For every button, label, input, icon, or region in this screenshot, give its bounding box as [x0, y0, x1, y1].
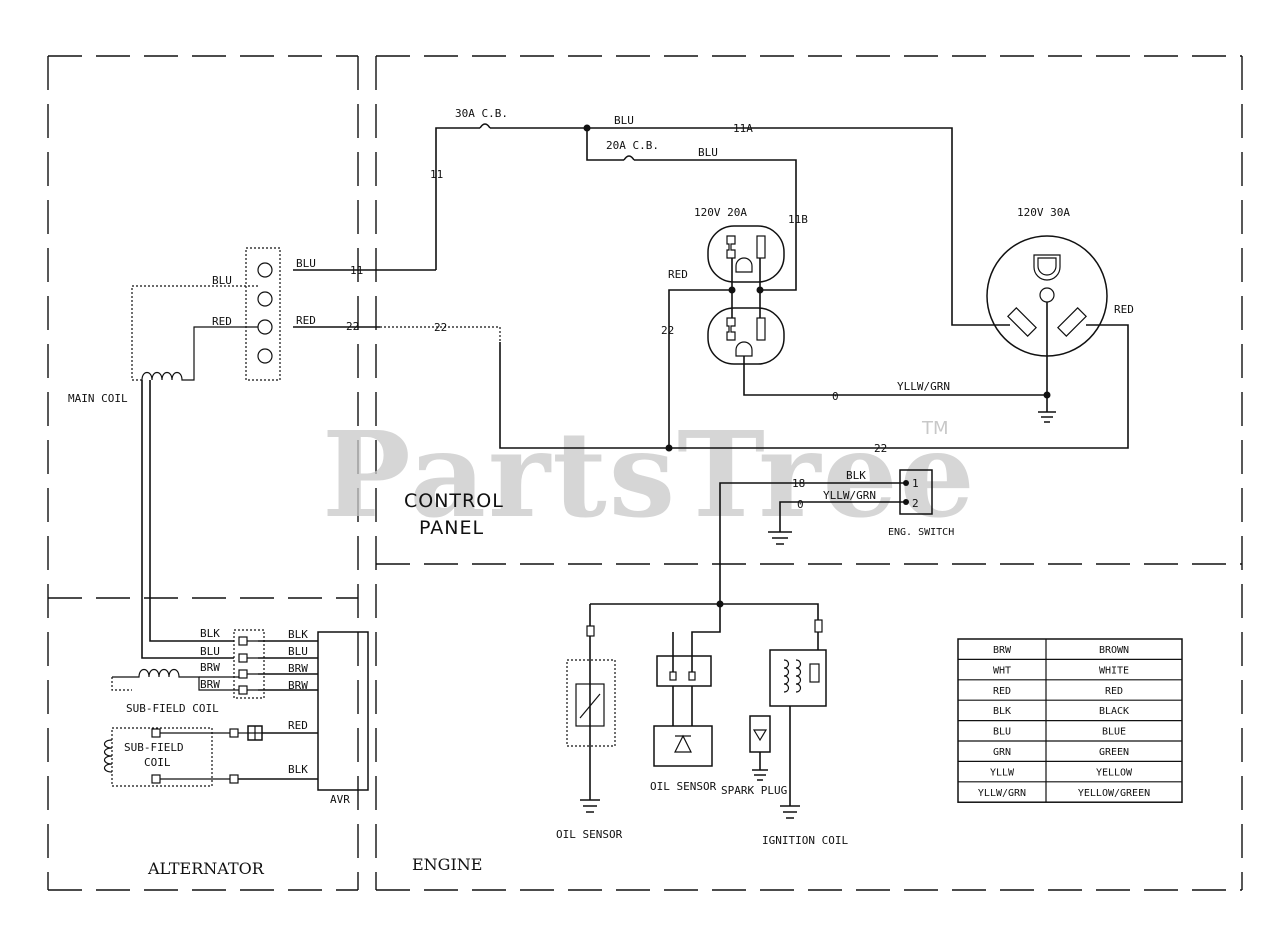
- avr-right-label-2: BRW: [288, 662, 308, 675]
- avr-left-label-0: BLK: [200, 627, 220, 640]
- watermark: PartsTree: [322, 405, 977, 544]
- spark-plug-label: SPARK PLUG: [721, 784, 787, 797]
- engine-switch: [719, 469, 933, 604]
- wire-18: 18: [792, 477, 805, 490]
- top-wiring: [293, 123, 1010, 326]
- ignition-coil-label: IGNITION COIL: [762, 834, 848, 847]
- wire-0-ground: 0: [832, 390, 839, 403]
- terminal-blu: BLU: [296, 257, 316, 270]
- wire-yllw-grn-ground: YLLW/GRN: [897, 380, 950, 393]
- wire-22-v: 22: [661, 324, 674, 337]
- sub-field-coil-1-label: SUB-FIELD COIL: [126, 702, 219, 715]
- avr-red: RED: [288, 719, 308, 732]
- avr-left-label-2: BRW: [200, 661, 220, 674]
- wire-22-bottom: 22: [874, 442, 887, 455]
- receptacle-20a-label: 120V 20A: [694, 206, 747, 219]
- main-coil: [131, 285, 258, 659]
- legend-color: BLACK: [1099, 706, 1129, 717]
- coil-red: RED: [212, 315, 232, 328]
- receptacle-30a-label: 120V 30A: [1017, 206, 1070, 219]
- wire-11-h: 11: [350, 264, 363, 277]
- avr-left-label-1: BLU: [200, 645, 220, 658]
- wire-22-b: 22: [434, 321, 447, 334]
- color-legend: BRW BROWN WHT WHITE RED RED BLK BLACK BLU BLUE GRN…: [957, 638, 1183, 803]
- oil-sensor-left-label: OIL SENSOR: [556, 828, 623, 841]
- avr-label: AVR: [330, 793, 350, 806]
- control-panel-line2: PANEL: [419, 517, 484, 539]
- wire-11: 11: [430, 168, 443, 181]
- control-panel-line1: CONTROL: [404, 490, 504, 512]
- breaker-30a-label: 30A C.B.: [455, 107, 508, 120]
- wire-blk-sw: BLK: [846, 469, 866, 482]
- sub-field-coil-2-label-a: SUB-FIELD: [124, 741, 184, 754]
- terminal-red: RED: [296, 314, 316, 327]
- wire-0-sw: 0: [797, 498, 804, 511]
- legend-color: BLUE: [1102, 727, 1126, 738]
- legend-code: BRW: [993, 645, 1012, 656]
- wire-blu-20: BLU: [698, 146, 718, 159]
- switch-t1: 1: [912, 477, 919, 490]
- wire-22-a: 22: [346, 320, 359, 333]
- wire-22: [293, 289, 1129, 452]
- legend-code: RED: [993, 686, 1011, 697]
- legend-code: YLLW: [990, 767, 1015, 778]
- engine-switch-label: ENG. SWITCH: [888, 527, 954, 538]
- coil-blu: BLU: [212, 274, 232, 287]
- avr-wiring: [103, 629, 369, 791]
- sub-field-coil-2-label-b: COIL: [144, 756, 171, 769]
- section-borders: [47, 55, 1243, 891]
- avr-right-label-0: BLK: [288, 628, 308, 641]
- switch-t2: 2: [912, 497, 919, 510]
- breaker-20a-label: 20A C.B.: [606, 139, 659, 152]
- wire-red-30: RED: [1114, 303, 1134, 316]
- engine-label: ENGINE: [412, 855, 482, 874]
- avr-right-label-3: BRW: [288, 679, 308, 692]
- wire-11b: 11B: [788, 213, 808, 226]
- legend-code: GRN: [993, 747, 1011, 758]
- legend-color: WHITE: [1099, 665, 1129, 676]
- receptacle-20a: [707, 225, 1047, 396]
- legend-code: BLK: [993, 706, 1011, 717]
- legend-color: GREEN: [1099, 747, 1129, 758]
- main-coil-label: MAIN COIL: [68, 392, 128, 405]
- wire-red-20: RED: [668, 268, 688, 281]
- terminal-block: [245, 247, 281, 381]
- engine-wiring: [566, 600, 827, 819]
- legend-color: YELLOW: [1096, 767, 1133, 778]
- avr-blk: BLK: [288, 763, 308, 776]
- avr-left-label-3: BRW: [200, 678, 220, 691]
- receptacle-30a: [986, 235, 1108, 423]
- watermark-tm: TM: [921, 418, 949, 439]
- legend-code: WHT: [993, 665, 1011, 676]
- wire-11a: 11A: [733, 122, 753, 135]
- wire-blu-top: BLU: [614, 114, 634, 127]
- legend-code: YLLW/GRN: [978, 788, 1026, 799]
- legend-color: RED: [1105, 686, 1123, 697]
- legend-color: BROWN: [1099, 645, 1129, 656]
- avr-right-label-1: BLU: [288, 645, 308, 658]
- legend-code: BLU: [993, 727, 1011, 738]
- wire-yllw-grn-sw: YLLW/GRN: [823, 489, 876, 502]
- legend-color: YELLOW/GREEN: [1078, 788, 1150, 799]
- oil-sensor-mid-label: OIL SENSOR: [650, 780, 717, 793]
- alternator-label: ALTERNATOR: [147, 859, 265, 878]
